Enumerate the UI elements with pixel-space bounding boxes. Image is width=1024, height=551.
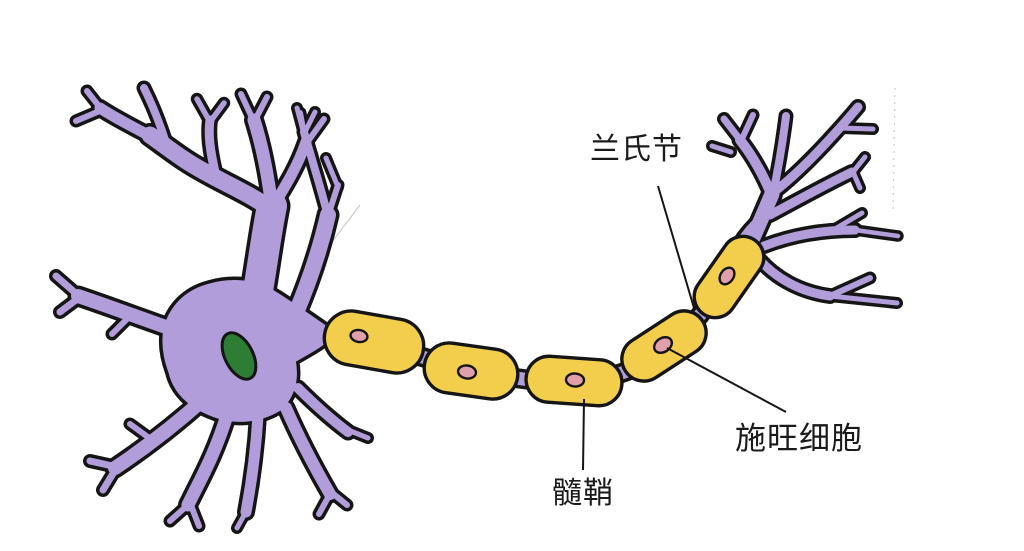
- dendrite: [293, 383, 353, 437]
- dendrite: [108, 391, 212, 475]
- dendrite-tip: [234, 507, 250, 531]
- schwann-nucleus: [349, 328, 369, 344]
- schwann-nucleus: [456, 364, 478, 380]
- dendrite-tip: [140, 84, 169, 144]
- dendrite-tip: [323, 155, 341, 190]
- dendrite: [247, 113, 279, 215]
- artifact-line: [892, 87, 896, 215]
- dendrite-tip: [99, 463, 121, 494]
- dendrite-tip: [194, 96, 213, 125]
- dendrite: [240, 409, 264, 518]
- dendrite: [181, 405, 235, 512]
- axon-terminal: [769, 102, 863, 197]
- cell-nucleus: [220, 331, 258, 381]
- dendrite: [280, 402, 336, 500]
- neuron-body: [52, 84, 901, 531]
- leader-myelin-sheath: [582, 398, 585, 471]
- axon-terminal: [759, 225, 860, 251]
- myelin-segment: [322, 309, 426, 375]
- dendrite-tip: [73, 107, 105, 124]
- dendrite: [71, 289, 187, 339]
- dendrite-tip: [238, 91, 257, 125]
- dendrite-tip: [325, 182, 341, 219]
- axon-terminal-tip: [837, 125, 876, 132]
- axon-terminal-tip: [720, 115, 745, 145]
- dendrite: [240, 191, 287, 323]
- dendrite: [287, 207, 336, 323]
- dendrite-tip: [316, 489, 334, 517]
- leader-node-of-ranvier: [657, 185, 695, 309]
- dendrite-tip: [127, 421, 155, 443]
- dendrite-tip: [109, 313, 133, 337]
- label-myelin-sheath: 髓鞘: [552, 477, 614, 510]
- dendrite-tip: [187, 500, 202, 529]
- dendrite: [266, 136, 312, 214]
- dendrite: [300, 128, 332, 220]
- dendrite-tip: [167, 500, 193, 524]
- axon-terminal-tip: [709, 143, 734, 155]
- axon-terminal: [735, 135, 777, 201]
- schwann-nucleus: [718, 266, 736, 286]
- axon-terminal-tip: [738, 112, 756, 144]
- leader-schwann-cell: [666, 347, 787, 413]
- axon-terminal-tip: [827, 275, 873, 299]
- myelin-sheath-segments: [322, 234, 766, 408]
- dendrite-tip: [52, 272, 84, 301]
- axon-terminal-tip: [827, 293, 900, 306]
- dendrite-tip: [86, 457, 121, 471]
- axon-terminal-tip: [850, 154, 868, 175]
- axon-terminal-tip: [852, 227, 901, 239]
- dendrite-tip: [301, 109, 318, 137]
- label-schwann-cell: 施旺细胞: [735, 421, 863, 456]
- label-node-of-ranvier: 兰氏节: [590, 133, 683, 166]
- dendrite-tip: [56, 293, 84, 316]
- axon-terminal: [765, 167, 857, 220]
- dendrite-tip: [328, 489, 350, 508]
- dendrite-tip: [345, 427, 371, 441]
- axon-terminal-tip: [850, 169, 863, 191]
- dendrite-tip: [251, 94, 270, 125]
- dendrite-tip: [207, 100, 227, 125]
- schwann-nucleus: [564, 372, 586, 388]
- dendrite-tip: [84, 88, 105, 113]
- axon-terminal-tip: [832, 210, 865, 232]
- dendrite-tip: [294, 105, 307, 137]
- leader-lines: [582, 185, 787, 471]
- dendrite: [141, 126, 281, 219]
